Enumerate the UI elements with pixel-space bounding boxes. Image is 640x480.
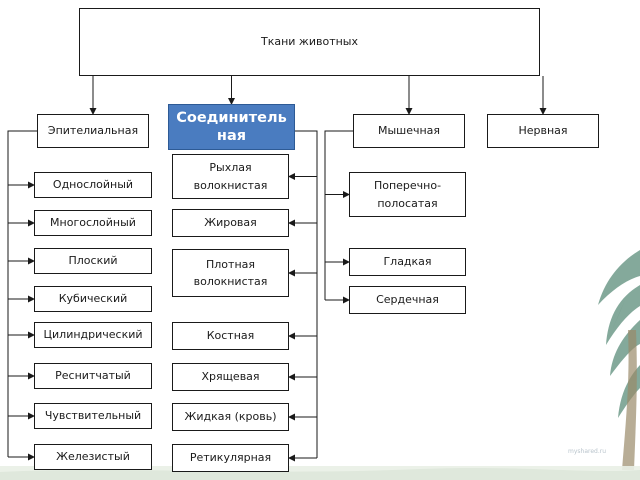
subtype-connective: Плотная волокнистая <box>172 249 289 297</box>
subtype-epithelial: Кубический <box>34 286 152 312</box>
connector-line <box>324 130 353 300</box>
palm-trunk-icon <box>622 330 637 470</box>
subtype-epithelial: Цилиндрический <box>34 322 152 348</box>
subtype-epithelial: Железистый <box>34 444 152 470</box>
connector-line <box>295 130 318 458</box>
subtype-epithelial: Плоский <box>34 248 152 274</box>
subtype-epithelial: Многослойный <box>34 210 152 236</box>
subtype-connective: Ретикулярная <box>172 444 289 472</box>
subtype-epithelial: Чувствительный <box>34 403 152 429</box>
subtype-connective: Хрящевая <box>172 363 289 391</box>
subtype-connective: Рыхлая волокнистая <box>172 154 289 199</box>
category-connective: Соединитель ная <box>168 104 295 150</box>
subtype-epithelial: Однослойный <box>34 172 152 198</box>
subtype-epithelial: Реснитчатый <box>34 363 152 389</box>
category-epithelial: Эпителиальная <box>37 114 149 148</box>
subtype-muscle: Сердечная <box>349 286 466 314</box>
subtype-muscle: Гладкая <box>349 248 466 276</box>
subtype-connective: Костная <box>172 322 289 350</box>
category-muscle: Мышечная <box>353 114 465 148</box>
subtype-muscle: Поперечно- полосатая <box>349 172 466 217</box>
connector-line <box>7 130 37 457</box>
watermark-text: myshared.ru <box>568 448 607 455</box>
category-nervous: Нервная <box>487 114 599 148</box>
subtype-connective: Жидкая (кровь) <box>172 403 289 431</box>
subtype-connective: Жировая <box>172 209 289 237</box>
root-node-animal-tissues: Ткани животных <box>79 8 540 76</box>
